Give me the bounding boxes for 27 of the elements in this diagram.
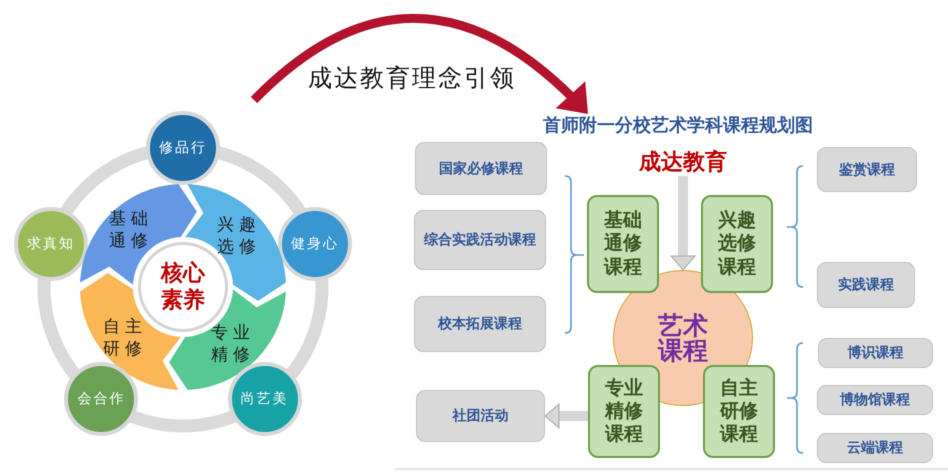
course-box: 综合实践活动课程 <box>414 210 546 270</box>
module-box: 兴趣选修课程 <box>701 195 773 293</box>
subheading: 成达教育 <box>631 150 735 176</box>
course-box: 社团活动 <box>416 390 545 442</box>
block-arrow <box>544 404 588 428</box>
course-box: 云端课程 <box>817 433 933 463</box>
course-box: 国家必修课程 <box>415 142 547 195</box>
module-box: 专业精修课程 <box>588 365 660 458</box>
course-box: 博物馆课程 <box>817 385 933 415</box>
trait-circle: 修品行 <box>146 111 220 185</box>
trait-circle: 健身心 <box>278 207 352 282</box>
core-label: 核心素养 <box>160 260 206 314</box>
trait-circle: 求真知 <box>14 207 88 282</box>
course-box: 鉴赏课程 <box>817 147 917 192</box>
block-arrow <box>670 176 696 270</box>
segment-label: 基础通修 <box>108 208 154 252</box>
segment-label: 自主研修 <box>103 316 148 360</box>
hub-label: 艺术课程 <box>656 312 709 364</box>
course-box: 实践课程 <box>817 262 915 308</box>
course-box: 校本拓展课程 <box>414 296 546 352</box>
trait-circle: 会合作 <box>64 362 138 436</box>
module-box: 自主研修课程 <box>703 365 775 458</box>
module-box: 基础通修课程 <box>587 195 659 293</box>
course-box: 博识课程 <box>818 338 933 368</box>
trait-circle: 尚艺美 <box>228 362 302 436</box>
segment-label: 兴趣选修 <box>216 214 262 258</box>
chart-title: 首师附一分校艺术学科课程规划图 <box>528 114 828 138</box>
